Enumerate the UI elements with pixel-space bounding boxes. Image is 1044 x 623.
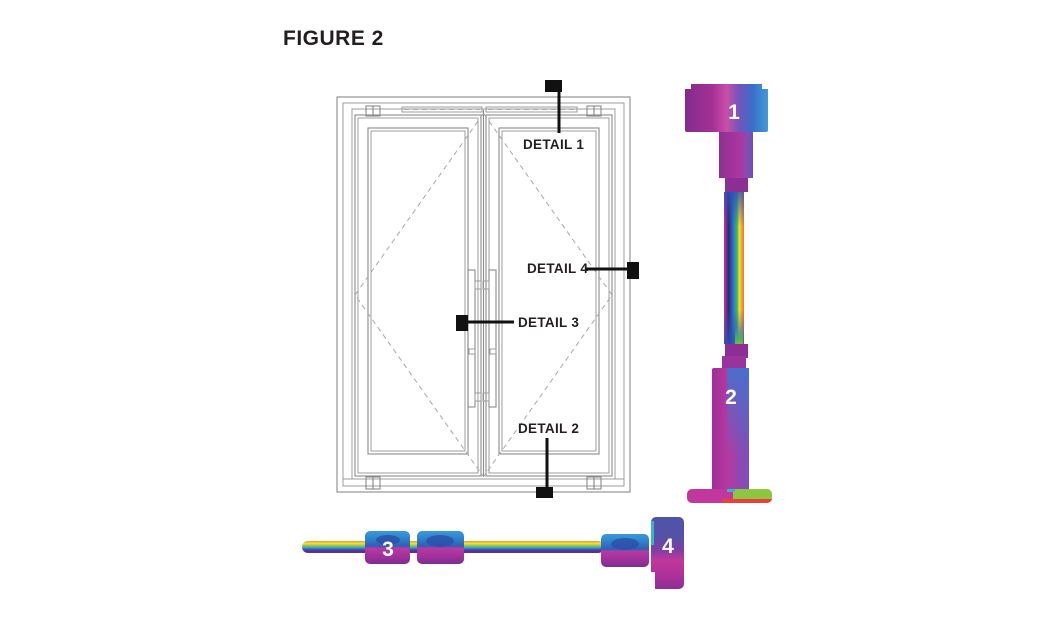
thermal-head-notch-right <box>762 84 768 89</box>
latch-mark-right <box>489 348 497 355</box>
leaf-left-glass-line <box>370 130 466 452</box>
section-1-number: 1 <box>728 101 740 124</box>
handle-bar-left <box>467 269 476 408</box>
thermal-horizontal-section: 3 4 <box>302 517 684 589</box>
section-3-number: 3 <box>382 538 394 561</box>
thermal-sill-neck <box>722 356 746 370</box>
thermal-head-stem <box>719 132 753 178</box>
thermal-jamb-step-notch <box>648 572 655 589</box>
door-frame-outer-line <box>336 96 631 493</box>
door-elevation-drawing <box>336 96 631 493</box>
door-swing-dashes <box>354 113 613 477</box>
thermal-sill-step <box>725 344 748 358</box>
thermal-jamb-block <box>651 517 684 589</box>
detail-3-label: DETAIL 3 <box>518 315 579 330</box>
detail-2-marker <box>536 487 553 498</box>
thermal-sill-blue-overlay <box>727 368 749 456</box>
door-hinges <box>365 105 602 490</box>
latch-mark-left <box>468 348 476 355</box>
thermal-head-notch-left <box>685 84 691 89</box>
leaf-right-glass-line <box>501 130 597 452</box>
hinge-bottom-left-b <box>372 476 381 490</box>
leaf-left-inner-edge <box>357 117 479 474</box>
thermal-sill-base <box>687 489 772 503</box>
thermal-sill-base-red-stripe <box>722 499 772 503</box>
thermal-glass-strip-green-blip <box>735 326 743 346</box>
handle-mount-left-bottom <box>474 392 482 402</box>
detail-2-callout: DETAIL 2 <box>518 421 579 498</box>
thermal-meeting-stile-blocks <box>365 531 464 564</box>
thermal-stile-block-right-core <box>426 535 454 547</box>
figure-title: FIGURE 2 <box>283 27 384 50</box>
thermal-sill-base-magenta <box>687 489 733 503</box>
detail-3-callout: DETAIL 3 <box>456 315 579 331</box>
handle-bar-right <box>488 269 497 408</box>
hinge-top-right-b <box>593 105 602 117</box>
thermal-head-body <box>685 84 768 132</box>
leaf-right-inner-edge <box>488 117 610 474</box>
detail-4-marker <box>627 262 639 279</box>
handle-mount-right-bottom <box>482 392 490 402</box>
door-handles <box>467 269 497 408</box>
section-4-number: 4 <box>662 535 674 558</box>
head-strip-right <box>485 106 578 113</box>
swing-dash-right-leaf <box>483 113 613 477</box>
detail-4-label: DETAIL 4 <box>527 261 588 276</box>
hinge-bottom-right-b <box>593 476 602 490</box>
detail-1-label: DETAIL 1 <box>523 137 584 152</box>
door-leaf-left <box>354 114 482 477</box>
leaf-right-glass-frame <box>498 127 600 455</box>
leaf-left-glass-frame <box>367 127 469 455</box>
thermal-jamb-profile <box>601 517 684 589</box>
swing-dash-left-leaf <box>354 113 484 477</box>
head-strip-left <box>401 106 483 113</box>
handle-mount-right-top <box>482 280 490 290</box>
handle-mount-left-top <box>474 280 482 290</box>
detail-4-callout: DETAIL 4 <box>527 261 639 279</box>
thermal-jamb-cyan-edge <box>651 521 654 545</box>
detail-1-callout: DETAIL 1 <box>523 80 584 152</box>
hinge-top-left-b <box>372 105 381 117</box>
door-frame <box>336 96 631 493</box>
leaf-right-outer <box>485 114 613 477</box>
detail-2-label: DETAIL 2 <box>518 421 579 436</box>
thermal-sill-profile <box>687 344 772 503</box>
thermal-glass-strip-vertical <box>724 192 744 346</box>
thermal-head-profile <box>685 84 768 192</box>
thermal-jamb-stile-core <box>611 538 639 550</box>
leaf-left-outer <box>354 114 482 477</box>
thermal-head-step <box>725 178 748 192</box>
section-2-number: 2 <box>725 386 737 409</box>
thermal-glass-strip-cool-top <box>724 192 744 226</box>
thermal-stile-block-left-core <box>376 535 400 545</box>
thermal-sill-base-cyan-sliver <box>727 489 735 492</box>
thermal-vertical-section: 1 2 <box>685 84 772 503</box>
door-frame-mid-line <box>342 102 625 487</box>
thermal-glass-strip-body <box>724 192 744 344</box>
